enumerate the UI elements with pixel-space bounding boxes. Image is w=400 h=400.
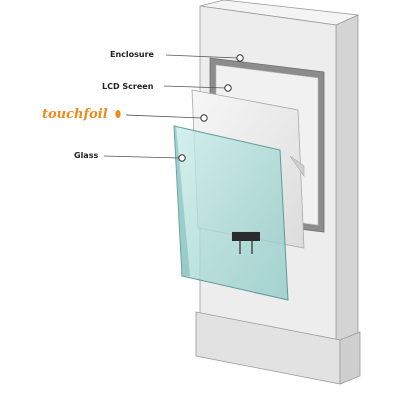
enclosure-label: Enclosure bbox=[110, 50, 155, 59]
enclosure-base-side bbox=[339, 331, 361, 385]
lcd-screen-leader bbox=[163, 85, 227, 89]
touch-controller-connector bbox=[232, 232, 260, 241]
lcd-panel-corner-fold bbox=[289, 155, 305, 177]
glass-edge bbox=[174, 125, 190, 276]
glass-marker bbox=[178, 154, 186, 162]
glass-leader bbox=[103, 155, 181, 159]
touchfoil-leader bbox=[125, 114, 203, 119]
enclosure-leader bbox=[165, 54, 239, 59]
callouts bbox=[103, 54, 244, 162]
glass-shape bbox=[173, 125, 289, 301]
lcd-screen-label: LCD Screen bbox=[102, 82, 154, 91]
touchfoil-logo: touchfoil bbox=[42, 107, 121, 122]
enclosure-side-face bbox=[335, 14, 359, 383]
glass-label: Glass bbox=[74, 151, 98, 160]
touchfoil-logo-text: touchfoil bbox=[42, 107, 108, 122]
touchfoil-logo-mark bbox=[115, 110, 121, 118]
glass-panel bbox=[173, 125, 289, 301]
touchfoil-marker bbox=[200, 114, 208, 122]
enclosure-marker bbox=[236, 54, 244, 62]
lcd-screen-marker bbox=[224, 84, 232, 92]
